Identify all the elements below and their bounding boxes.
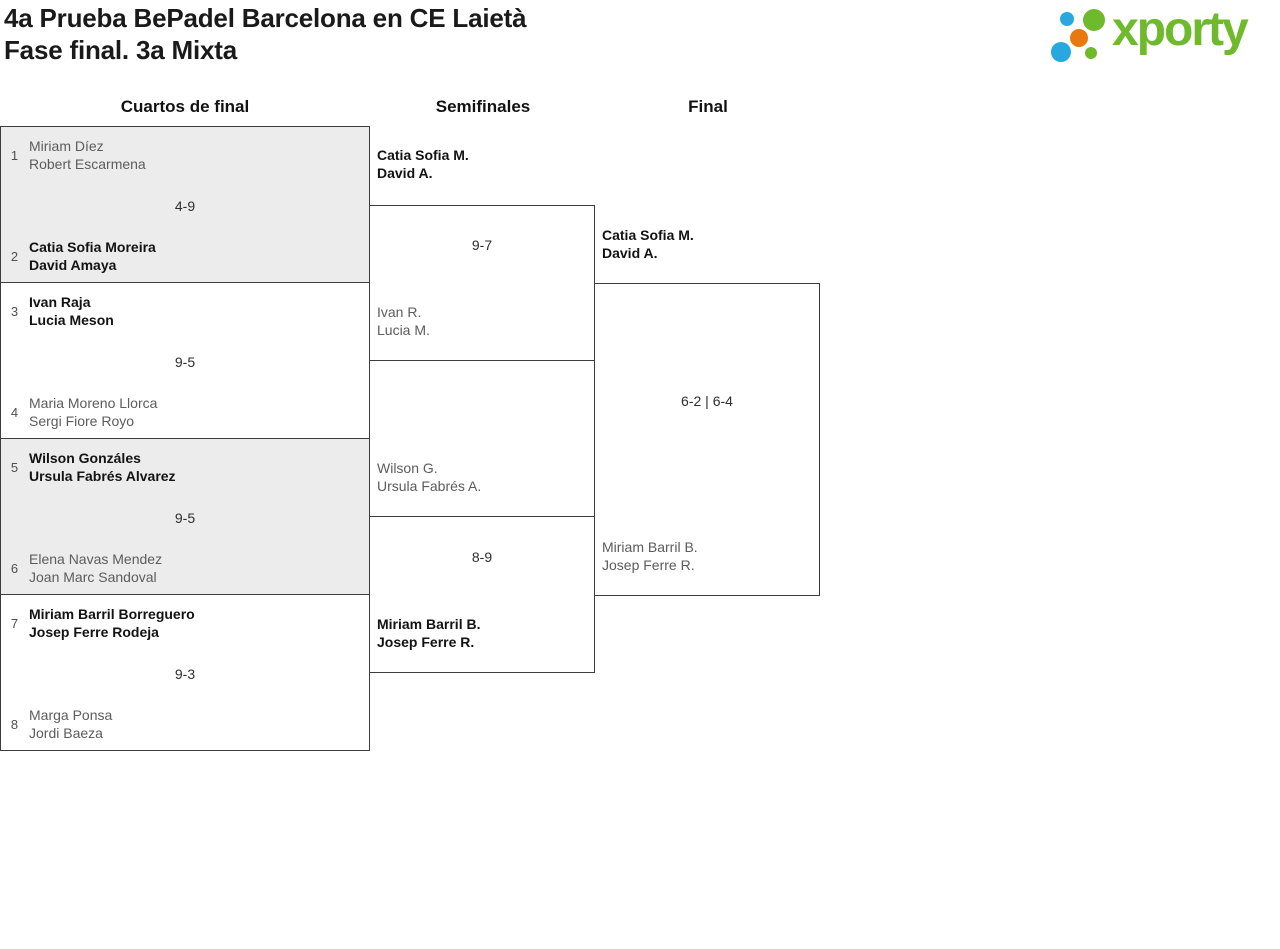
match-quarterfinal-2: 3 Ivan Raja Lucia Meson 9-5 4 Maria More… bbox=[0, 282, 370, 439]
logo-dot-green-small-icon bbox=[1085, 47, 1097, 59]
team-names: Wilson Gonzáles Ursula Fabrés Alvarez bbox=[29, 449, 176, 485]
player-name: Sergi Fiore Royo bbox=[29, 413, 135, 429]
seed-number: 2 bbox=[10, 248, 19, 264]
team-names: Catia Sofia Moreira David Amaya bbox=[29, 238, 156, 274]
team-names: Maria Moreno Llorca Sergi Fiore Royo bbox=[29, 394, 157, 430]
team-names: Elena Navas Mendez Joan Marc Sandoval bbox=[29, 550, 162, 586]
team-names: Miriam Barril Borreguero Josep Ferre Rod… bbox=[29, 605, 195, 641]
player-name: Lucia Meson bbox=[29, 312, 114, 328]
sf2-team-bottom: Miriam Barril B. Josep Ferre R. bbox=[377, 615, 480, 651]
player-name: Marga Ponsa bbox=[29, 707, 113, 723]
sf2-score: 8-9 bbox=[471, 549, 493, 565]
team-names: Miriam Díez Robert Escarmena bbox=[29, 137, 146, 173]
match-quarterfinal-3: 5 Wilson Gonzáles Ursula Fabrés Alvarez … bbox=[0, 438, 370, 595]
sf1-team-bottom: Ivan R. Lucia M. bbox=[377, 303, 430, 339]
player-name: David A. bbox=[377, 165, 433, 181]
seed-number: 3 bbox=[10, 303, 19, 319]
player-name: Miriam Barril B. bbox=[377, 616, 481, 632]
final-team-bottom: Miriam Barril B. Josep Ferre R. bbox=[602, 538, 698, 574]
sf2-team-top: Wilson G. Ursula Fabrés A. bbox=[377, 459, 481, 495]
player-name: Miriam Barril Borreguero bbox=[29, 606, 195, 622]
player-name: Ursula Fabrés Alvarez bbox=[29, 468, 176, 484]
player-name: Wilson G. bbox=[377, 460, 438, 476]
column-header-final: Final bbox=[688, 97, 728, 116]
qf2-score: 9-5 bbox=[174, 354, 196, 370]
player-name: Elena Navas Mendez bbox=[29, 551, 163, 567]
player-name: Catia Sofia Moreira bbox=[29, 239, 156, 255]
seed-number: 5 bbox=[10, 459, 19, 475]
xporty-logo: xporty bbox=[1045, 0, 1275, 80]
logo-dot-blue-large-icon bbox=[1051, 42, 1071, 62]
player-name: Jordi Baeza bbox=[29, 725, 103, 741]
qf2-team-top: 3 Ivan Raja Lucia Meson bbox=[7, 293, 114, 329]
final-score: 6-2 | 6-4 bbox=[681, 393, 733, 409]
player-name: Josep Ferre R. bbox=[377, 634, 475, 650]
player-name: David Amaya bbox=[29, 257, 117, 273]
player-name: Maria Moreno Llorca bbox=[29, 395, 158, 411]
player-name: Robert Escarmena bbox=[29, 156, 146, 172]
qf1-score: 4-9 bbox=[174, 198, 196, 214]
player-name: Joan Marc Sandoval bbox=[29, 569, 157, 585]
player-name: Miriam Díez bbox=[29, 138, 104, 154]
sf1-team-top: Catia Sofia M. David A. bbox=[377, 146, 469, 182]
qf3-score: 9-5 bbox=[174, 510, 196, 526]
player-name: Ivan R. bbox=[377, 304, 422, 320]
qf1-team-bottom: 2 Catia Sofia Moreira David Amaya bbox=[7, 238, 156, 274]
seed-number: 6 bbox=[10, 560, 19, 576]
column-header-quarterfinals: Cuartos de final bbox=[120, 97, 250, 116]
seed-number: 7 bbox=[10, 615, 19, 631]
team-names: Marga Ponsa Jordi Baeza bbox=[29, 706, 112, 742]
match-quarterfinal-1: 1 Miriam Díez Robert Escarmena 4-9 2 Cat… bbox=[0, 126, 370, 283]
logo-dot-green-large-icon bbox=[1083, 9, 1105, 31]
player-name: Josep Ferre Rodeja bbox=[29, 624, 159, 640]
player-name: Wilson Gonzáles bbox=[29, 450, 141, 466]
player-name: Catia Sofia M. bbox=[602, 227, 694, 243]
qf4-score: 9-3 bbox=[174, 666, 196, 682]
qf4-team-bottom: 8 Marga Ponsa Jordi Baeza bbox=[7, 706, 112, 742]
final-team-top: Catia Sofia M. David A. bbox=[602, 226, 694, 262]
logo-dot-orange-icon bbox=[1070, 29, 1088, 47]
title-line-2: Fase final. 3a Mixta bbox=[4, 35, 237, 65]
qf3-team-top: 5 Wilson Gonzáles Ursula Fabrés Alvarez bbox=[7, 449, 176, 485]
player-name: David A. bbox=[602, 245, 658, 261]
player-name: Lucia M. bbox=[377, 322, 430, 338]
qf3-team-bottom: 6 Elena Navas Mendez Joan Marc Sandoval bbox=[7, 550, 162, 586]
qf1-team-top: 1 Miriam Díez Robert Escarmena bbox=[7, 137, 146, 173]
match-final-box bbox=[594, 283, 820, 596]
page-title: 4a Prueba BePadel Barcelona en CE Laietà… bbox=[4, 2, 527, 66]
qf2-team-bottom: 4 Maria Moreno Llorca Sergi Fiore Royo bbox=[7, 394, 158, 430]
player-name: Catia Sofia M. bbox=[377, 147, 469, 163]
seed-number: 1 bbox=[10, 147, 19, 163]
qf4-team-top: 7 Miriam Barril Borreguero Josep Ferre R… bbox=[7, 605, 195, 641]
sf1-score: 9-7 bbox=[471, 237, 493, 253]
seed-number: 4 bbox=[10, 404, 19, 420]
player-name: Ivan Raja bbox=[29, 294, 91, 310]
column-header-semifinals: Semifinales bbox=[435, 97, 531, 116]
logo-text: xporty bbox=[1112, 3, 1249, 56]
seed-number: 8 bbox=[10, 716, 19, 732]
title-line-1: 4a Prueba BePadel Barcelona en CE Laietà bbox=[4, 3, 527, 33]
player-name: Josep Ferre R. bbox=[602, 557, 695, 573]
player-name: Miriam Barril B. bbox=[602, 539, 698, 555]
player-name: Ursula Fabrés A. bbox=[377, 478, 482, 494]
match-quarterfinal-4: 7 Miriam Barril Borreguero Josep Ferre R… bbox=[0, 594, 370, 751]
logo-dot-blue-small-icon bbox=[1060, 12, 1074, 26]
team-names: Ivan Raja Lucia Meson bbox=[29, 293, 114, 329]
